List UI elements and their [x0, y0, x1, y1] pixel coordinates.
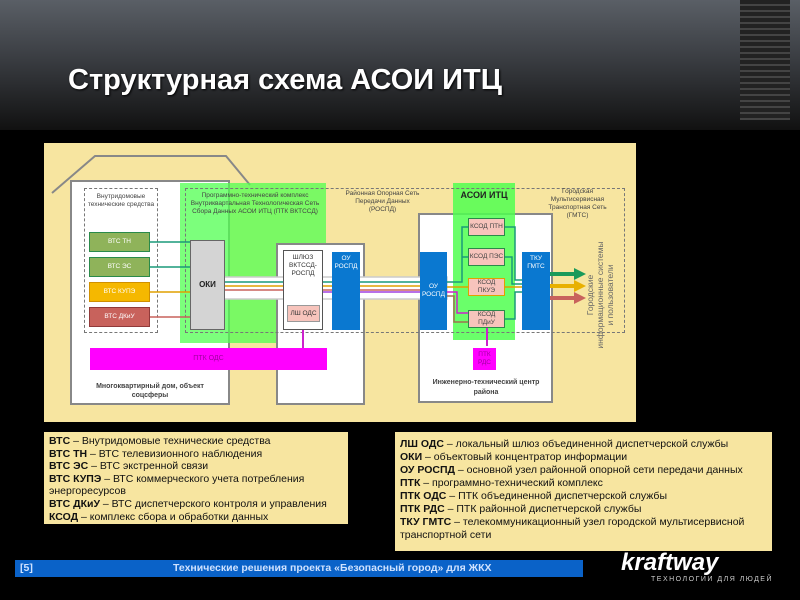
lsh-ods-box: ЛШ ОДС	[287, 305, 320, 322]
logo-name: kraftway	[621, 549, 719, 576]
legend-left: ВТС – Внутридомовые технические средства…	[44, 432, 348, 524]
legend-right: ЛШ ОДС – локальный шлюз объединенной дис…	[395, 432, 772, 551]
slide-title: Структурная схема АСОИ ИТЦ	[68, 64, 502, 96]
ptk-rds-box: ПТК РДС	[473, 348, 496, 370]
ksod-pdiu-box: КСОД ПДиУ	[468, 310, 505, 328]
legend-item: ВТС ТН – ВТС телевизионного наблюдения	[49, 447, 263, 460]
vts-kupe-box: ВТС КУПЭ	[89, 282, 150, 302]
legend-item: ВТС ДКиУ – ВТС диспетчерского контроля и…	[49, 497, 327, 510]
ptk-vktssd-label: Программно-технический комплекс Внутрикв…	[190, 192, 320, 215]
kraftway-logo: kraftway ТЕХНОЛОГИИ ДЛЯ ЛЮДЕЙ	[615, 550, 775, 590]
itc-caption: Инженерно-технический центр района	[432, 379, 540, 396]
internal-equipment-frame	[84, 188, 158, 333]
ou-rospd-itc-box: ОУ РОСПД	[420, 252, 447, 330]
legend-item: ПТК ОДС – ПТК объединенной диспетчерской…	[400, 490, 667, 502]
legend-item: ТКУ ГМТС – телекоммуникационный узел гор…	[400, 516, 745, 541]
tku-gmts-box: ТКУ ГМТС	[522, 252, 550, 330]
server-rack-image	[740, 0, 790, 120]
vts-th-box: ВТС ТН	[89, 232, 150, 252]
legend-item: ОКИ – объектовый концентратор информации	[400, 451, 628, 463]
legend-item: КСОД – комплекс сбора и обработки данных	[49, 510, 269, 523]
asoi-itc-label: АСОИ ИТЦ	[460, 190, 508, 200]
ksod-ptn-box: КСОД ПТН	[468, 218, 505, 236]
legend-item: ЛШ ОДС – локальный шлюз объединенной дис…	[400, 438, 729, 450]
header-background-photo	[0, 0, 800, 130]
gmts-label: Городская Мультисервисная Транспортная С…	[548, 188, 607, 219]
page-number: [5]	[20, 562, 33, 574]
ksod-pes-box: КСОД ПЭС	[468, 248, 505, 266]
internal-equipment-label: Внутридомовые технические средства	[87, 193, 155, 208]
legend-item: ВТС – Внутридомовые технические средства	[49, 435, 271, 447]
rospd-label: Районная Опорная Сеть Передачи Данных (Р…	[345, 190, 420, 213]
legend-item: ВТС ЭС – ВТС экстренной связи	[49, 460, 209, 473]
network-frame	[185, 188, 625, 333]
footer-bar: [5] Технические решения проекта «Безопас…	[15, 560, 583, 577]
vts-es-box: ВТС ЭС	[89, 257, 150, 277]
ou-rospd-box: ОУ РОСПД	[332, 252, 360, 330]
ksod-pkue-box: КСОД ПКУЭ	[468, 278, 505, 296]
ptk-ods-bar: ПТК ОДС	[90, 348, 327, 370]
legend-item: ОУ РОСПД – основной узел районной опорно…	[400, 464, 743, 476]
oki-box: ОКИ	[190, 240, 225, 330]
vts-dkiu-box: ВТС ДКиУ	[89, 307, 150, 327]
city-users-label: Городские информационные системы и польз…	[585, 241, 615, 349]
legend-item: ПТК РДС – ПТК районной диспетчерской слу…	[400, 503, 642, 515]
house-caption: Многоквартирный дом, объект соцсферы	[96, 383, 204, 399]
footer-text: Технические решения проекта «Безопасный …	[173, 562, 492, 574]
legend-item: ВТС КУПЭ – ВТС коммерческого учета потре…	[49, 472, 305, 498]
logo-tagline: ТЕХНОЛОГИИ ДЛЯ ЛЮДЕЙ	[651, 576, 774, 583]
legend-item: ПТК – программно-технический комплекс	[400, 477, 603, 489]
